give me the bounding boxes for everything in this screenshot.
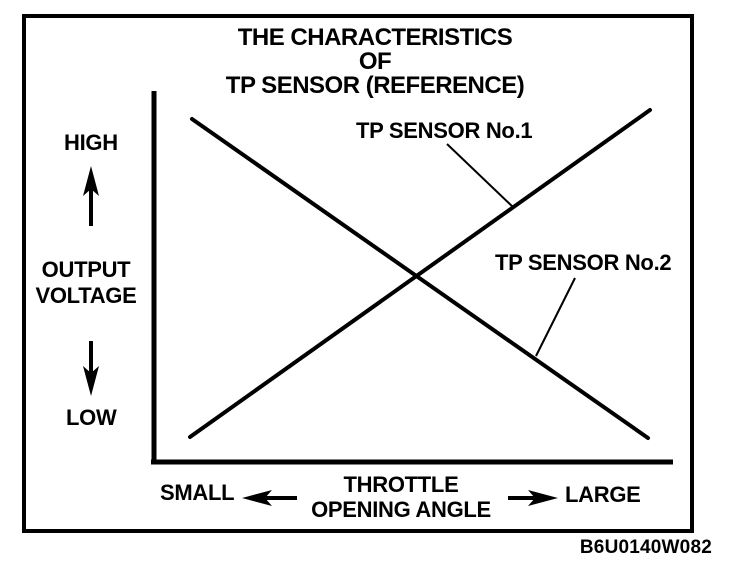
x-axis-title: THROTTLE OPENING ANGLE: [301, 472, 501, 522]
x-axis-title-line2: OPENING ANGLE: [311, 497, 491, 522]
series-label-tp-sensor-no2: TP SENSOR No.2: [495, 250, 672, 275]
y-axis-title-line1: OUTPUT: [41, 257, 131, 282]
figure-title-line2: TP SENSOR (REFERENCE): [225, 72, 525, 99]
figure-code: B6U0140W082: [579, 537, 712, 558]
figure-frame: [22, 14, 694, 533]
series-label-tp-sensor-no1: TP SENSOR No.1: [356, 118, 533, 143]
x-axis-large-label: LARGE: [565, 482, 641, 507]
y-axis-high-label: HIGH: [64, 130, 118, 155]
x-axis-title-line1: THROTTLE: [343, 472, 459, 497]
y-axis-low-label: LOW: [66, 405, 117, 430]
figure-title-line1: THE CHARACTERISTICS OF: [237, 24, 513, 75]
y-axis-title: OUTPUT VOLTAGE: [26, 257, 146, 309]
x-axis-small-label: SMALL: [160, 480, 235, 505]
y-axis-title-line2: VOLTAGE: [35, 283, 137, 308]
figure-title: THE CHARACTERISTICS OF TP SENSOR (REFERE…: [225, 26, 525, 98]
